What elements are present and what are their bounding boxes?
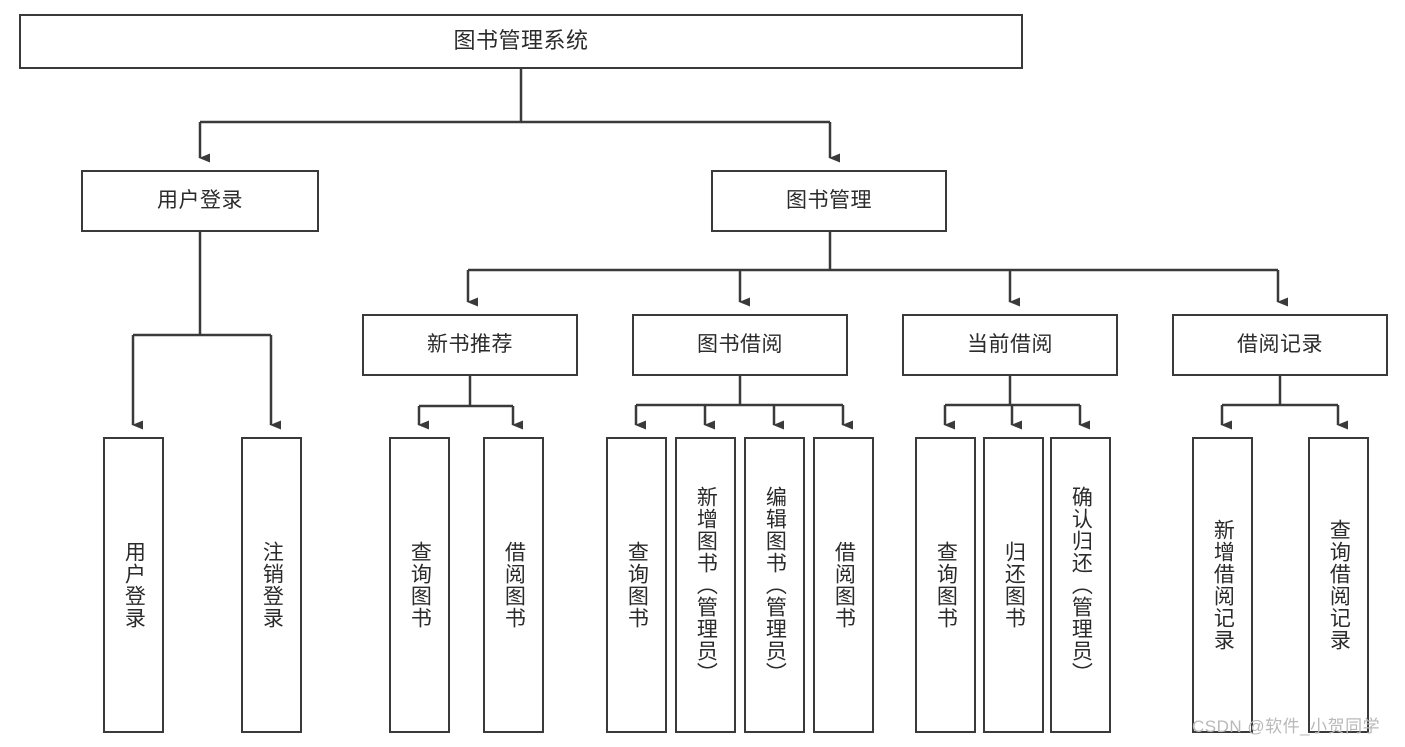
node-leaf[interactable]: 编辑图书（管理员） bbox=[744, 437, 805, 733]
node-leaf[interactable]: 确认归还（管理员） bbox=[1050, 437, 1111, 733]
node-leaf-label: 新增借阅记录 bbox=[1211, 519, 1235, 651]
node-leaf-label: 查询图书 bbox=[934, 541, 958, 629]
node-leaf[interactable]: 查询图书 bbox=[915, 437, 976, 733]
node-leaf[interactable]: 注销登录 bbox=[241, 437, 302, 733]
csdn-watermark: CSDN @软件_小贺同学 bbox=[1192, 717, 1381, 736]
node-leaf[interactable]: 借阅图书 bbox=[483, 437, 544, 733]
node-leaf[interactable]: 借阅图书 bbox=[813, 437, 874, 733]
node-leaf-label: 查询图书 bbox=[625, 541, 649, 629]
node-level3-new-book-recommend[interactable]: 新书推荐 bbox=[362, 314, 578, 376]
node-level3-current-borrow[interactable]: 当前借阅 bbox=[902, 314, 1118, 376]
node-level2-book-management[interactable]: 图书管理 bbox=[711, 170, 947, 232]
node-leaf[interactable]: 归还图书 bbox=[983, 437, 1044, 733]
node-leaf[interactable]: 查询图书 bbox=[389, 437, 450, 733]
node-leaf-label: 查询借阅记录 bbox=[1327, 519, 1351, 651]
node-leaf[interactable]: 新增借阅记录 bbox=[1192, 437, 1253, 733]
node-level3-book-borrow[interactable]: 图书借阅 bbox=[632, 314, 848, 376]
node-leaf-label: 确认归还（管理员） bbox=[1069, 486, 1093, 684]
node-leaf[interactable]: 新增图书（管理员） bbox=[675, 437, 736, 733]
node-level3-borrow-record[interactable]: 借阅记录 bbox=[1172, 314, 1388, 376]
node-leaf[interactable]: 用户登录 bbox=[103, 437, 164, 733]
node-leaf-label: 归还图书 bbox=[1002, 541, 1026, 629]
node-leaf[interactable]: 查询图书 bbox=[606, 437, 667, 733]
node-leaf-label: 借阅图书 bbox=[832, 541, 856, 629]
node-level2-user-login[interactable]: 用户登录 bbox=[81, 170, 319, 232]
node-leaf[interactable]: 查询借阅记录 bbox=[1308, 437, 1369, 733]
node-leaf-label: 用户登录 bbox=[122, 541, 146, 629]
node-leaf-label: 新增图书（管理员） bbox=[694, 486, 718, 684]
node-leaf-label: 编辑图书（管理员） bbox=[763, 486, 787, 684]
node-leaf-label: 查询图书 bbox=[408, 541, 432, 629]
node-leaf-label: 注销登录 bbox=[260, 541, 284, 629]
node-leaf-label: 借阅图书 bbox=[502, 541, 526, 629]
node-root[interactable]: 图书管理系统 bbox=[19, 14, 1023, 69]
